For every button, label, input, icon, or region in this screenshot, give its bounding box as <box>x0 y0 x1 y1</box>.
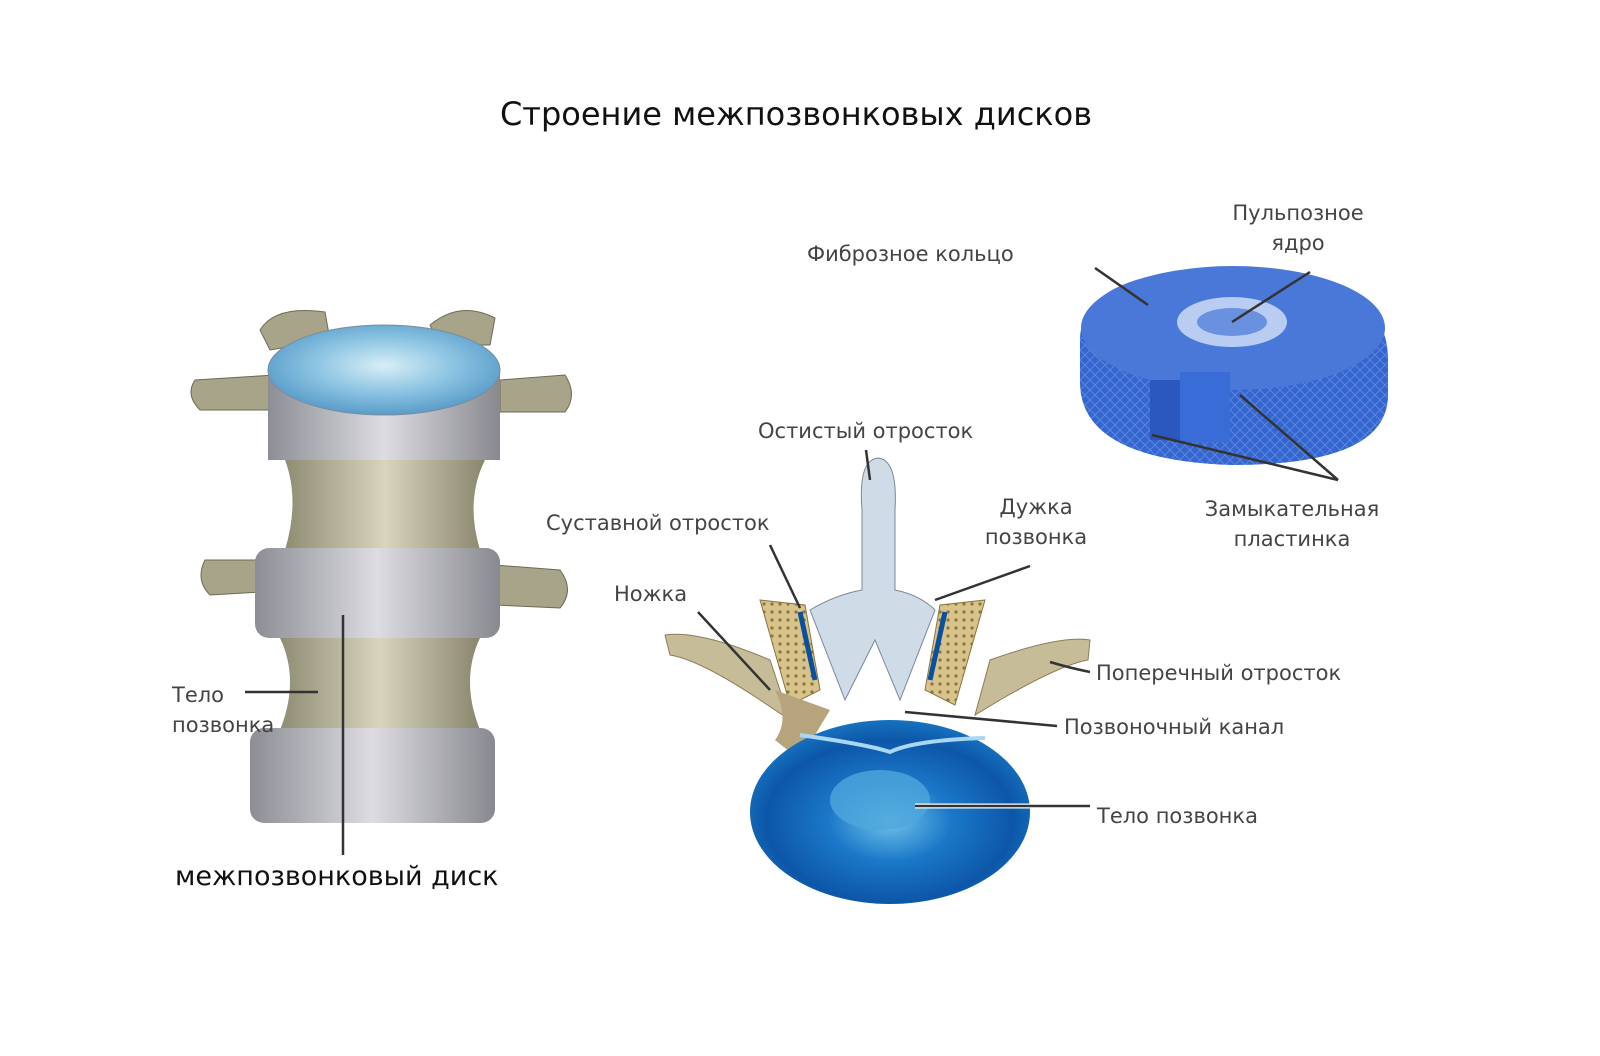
disc-illustration <box>1079 266 1388 482</box>
nucleus-label-line2: ядро <box>1271 231 1324 255</box>
left-body-label-line2: позвонка <box>172 713 274 737</box>
intervertebral-disc-label: межпозвонковый диск <box>175 861 498 892</box>
diagram-title: Строение межпозвонковых дисков <box>500 95 1092 133</box>
pedicle-label: Ножка <box>614 582 687 606</box>
arch-label-line1: Дужка <box>999 495 1072 519</box>
annulus-label: Фиброзное кольцо <box>807 242 1014 266</box>
arch-label-line2: позвонка <box>985 525 1087 549</box>
spine-segment-illustration <box>190 309 572 855</box>
endplate-label-line2: пластинка <box>1234 527 1351 551</box>
left-body-label-line1: Тело <box>171 683 224 707</box>
vertebra-cross-section-illustration <box>664 449 1091 904</box>
vertebral-body-label: Тело позвонка <box>1096 804 1258 828</box>
spinous-process-label: Остистый отросток <box>758 419 973 443</box>
nucleus-label-line1: Пульпозное <box>1232 201 1363 225</box>
spinal-canal-label: Позвоночный канал <box>1064 715 1284 739</box>
articular-process-label: Суставной отросток <box>546 511 770 535</box>
endplate-label-line1: Замыкательная <box>1205 497 1380 521</box>
transverse-process-label: Поперечный отросток <box>1096 661 1341 685</box>
